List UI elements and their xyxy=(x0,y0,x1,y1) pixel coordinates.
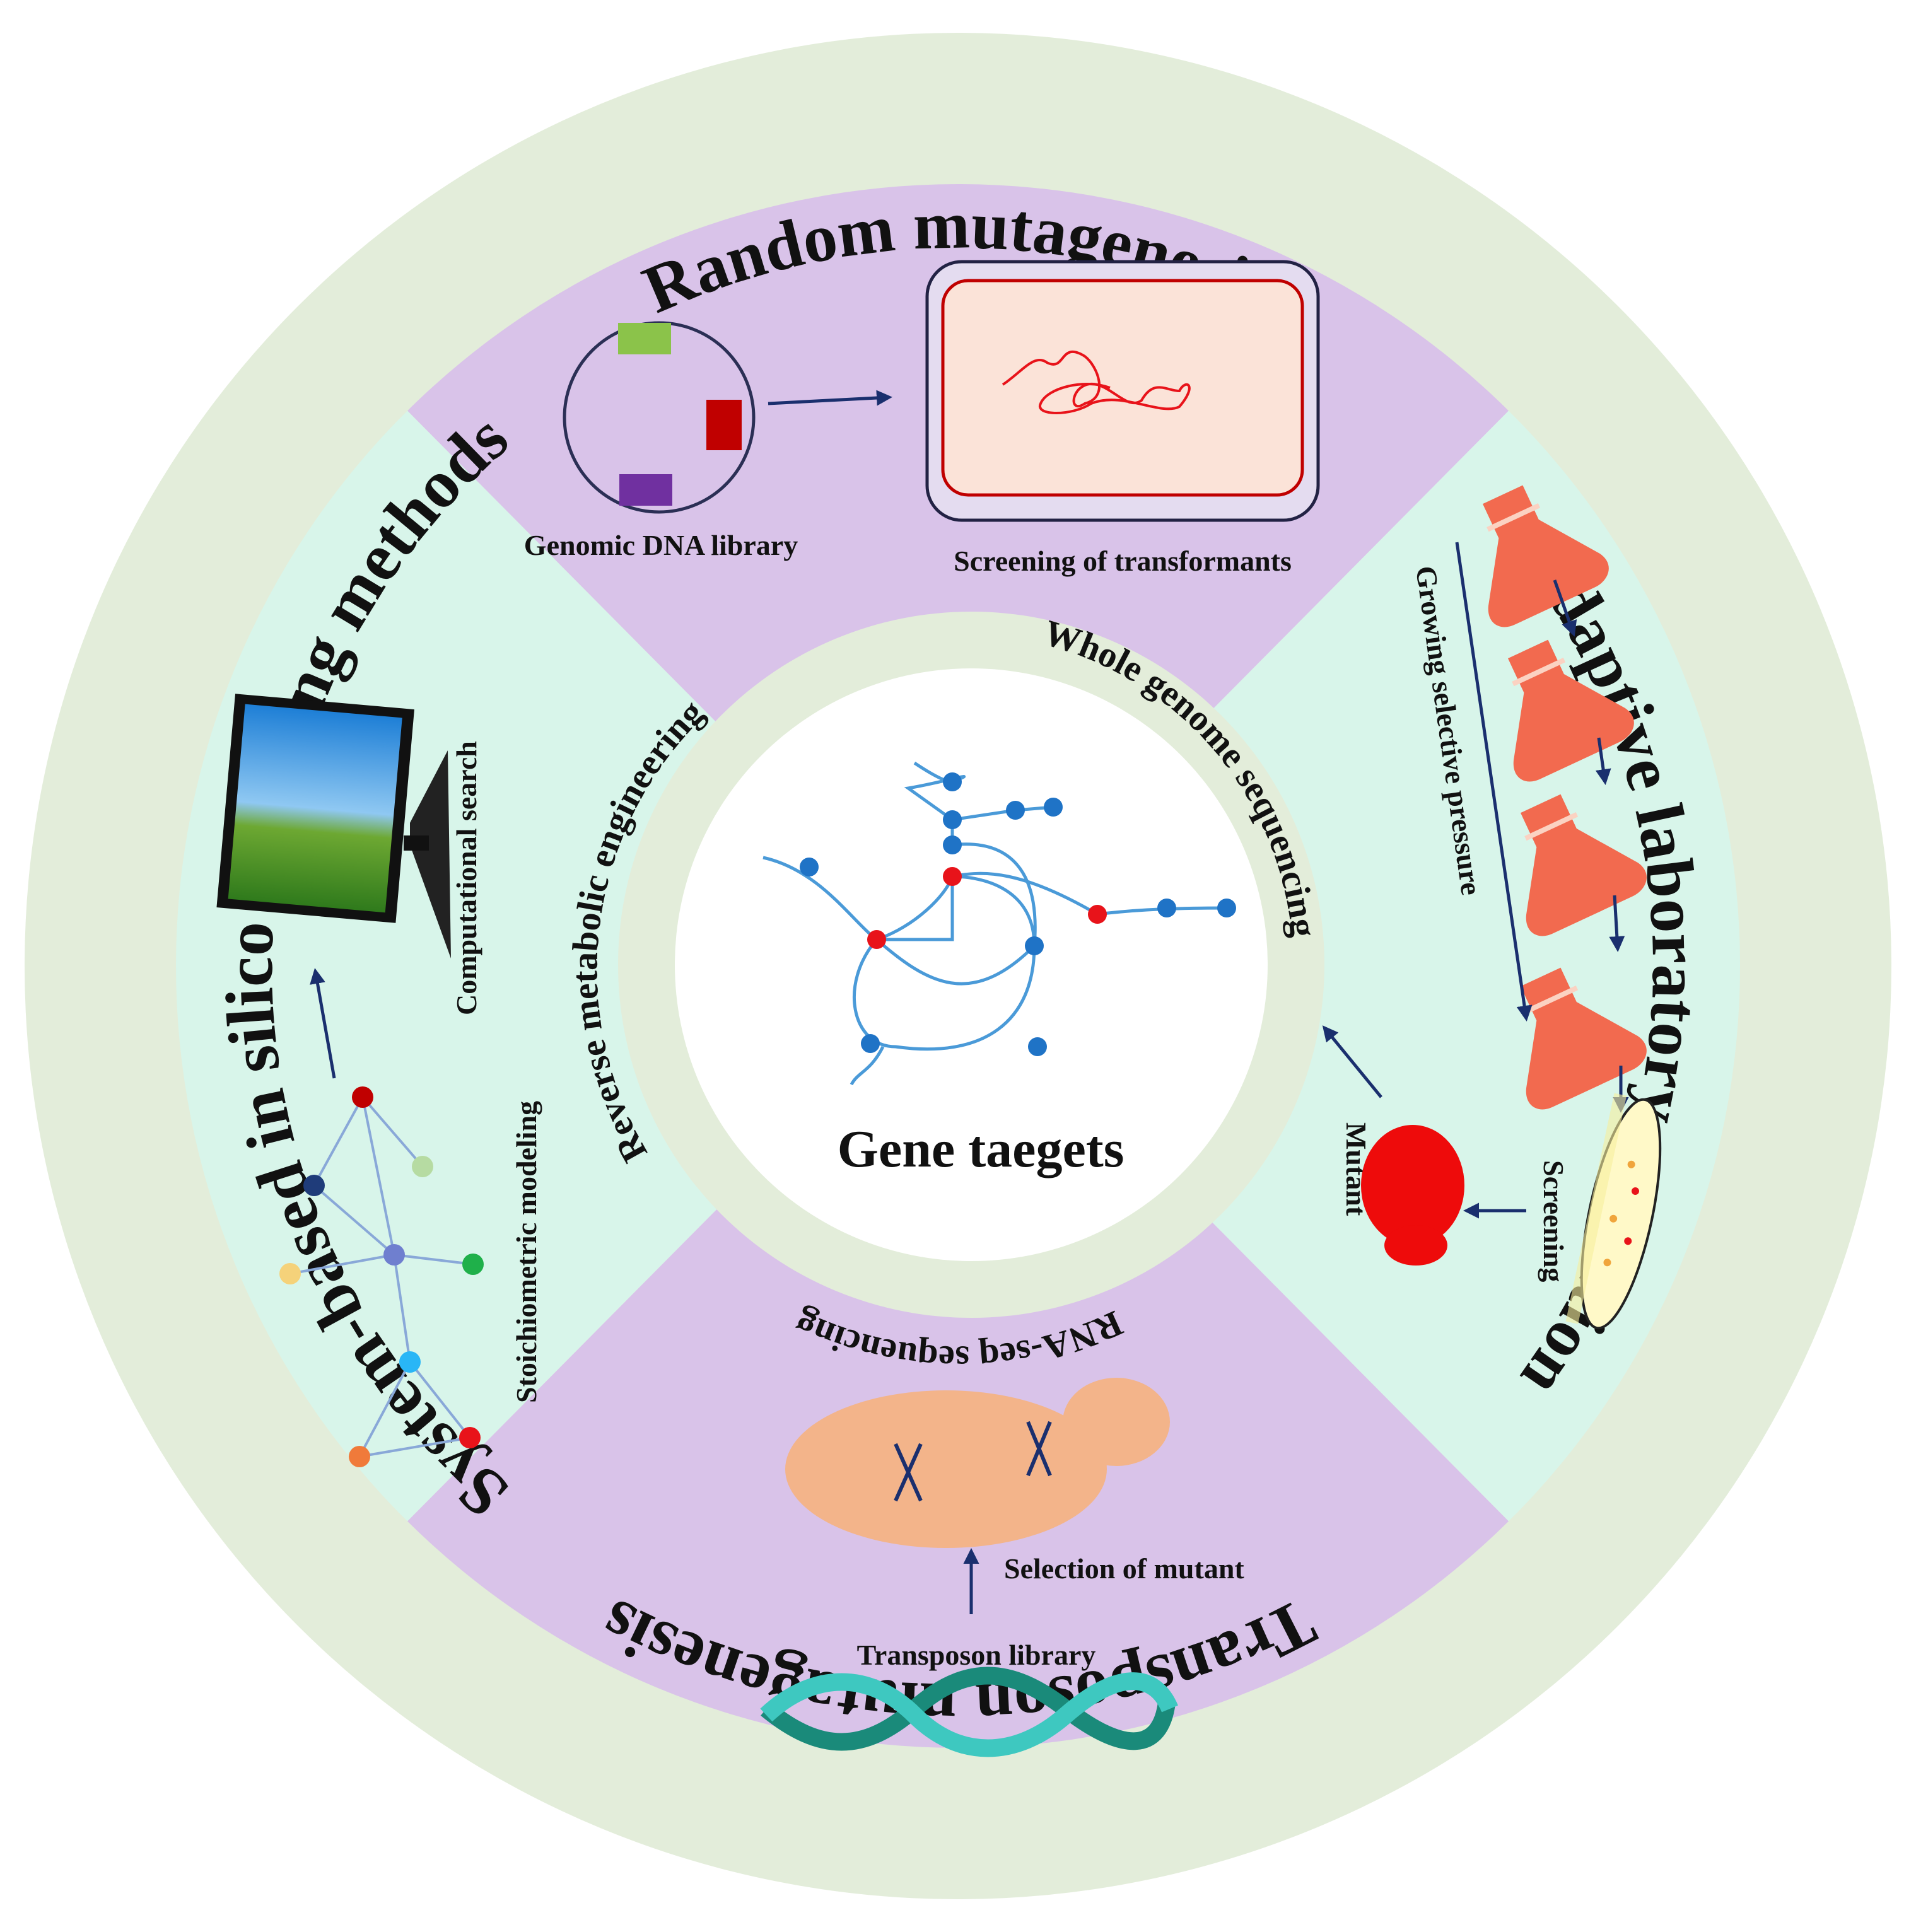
arrow-plasmid-to-plate xyxy=(768,390,892,406)
selective-pressure-arrow xyxy=(1455,542,1533,1021)
genomic-dna-library-label: Genomic DNA library xyxy=(524,529,798,561)
flask-icon xyxy=(1483,485,1609,627)
flask-icon xyxy=(1521,967,1647,1110)
dna-helix-icon xyxy=(760,1667,1178,1757)
stoichiometric-modeling-label: Stoichiometric modeling xyxy=(510,1101,542,1403)
flask-icon xyxy=(1508,639,1634,782)
computer-monitor-icon xyxy=(216,694,451,958)
arrow-model-to-computer xyxy=(310,968,336,1079)
screening-label: Screening xyxy=(1538,1160,1570,1282)
metabolic-network-icon xyxy=(279,1086,484,1467)
petri-dish-icon xyxy=(1565,1093,1662,1330)
chromosome-icon xyxy=(894,1443,923,1502)
screening-transformants-label: Screening of transformants xyxy=(954,545,1292,577)
mutant-label: Mutant xyxy=(1340,1122,1372,1216)
center-disk xyxy=(675,668,1268,1261)
gene-network-nodes xyxy=(800,772,1236,1056)
selection-of-mutant-label: Selection of mutant xyxy=(1004,1552,1244,1585)
chromosome-icon xyxy=(1026,1421,1052,1477)
yeast-cell-icon xyxy=(785,1378,1170,1548)
arrow-mutant-to-center xyxy=(1322,1025,1382,1098)
petri-plate-icon xyxy=(925,260,1320,522)
transposon-library-label: Transposon library xyxy=(857,1639,1096,1671)
plasmid-icon xyxy=(563,321,756,514)
flask-series xyxy=(1483,485,1647,1110)
computational-search-label: Computational search xyxy=(450,741,482,1015)
center-title: Gene taegets xyxy=(838,1120,1124,1178)
mutant-cell-icon xyxy=(1361,1125,1464,1266)
